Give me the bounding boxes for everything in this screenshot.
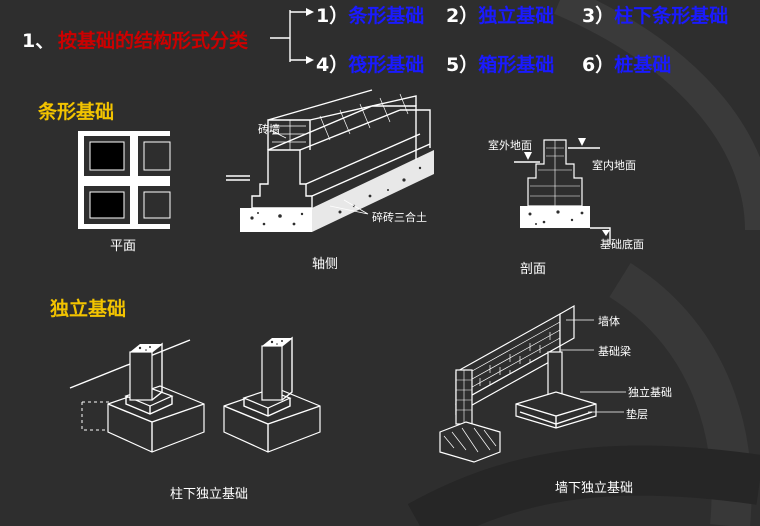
class-num-4: 4） (316, 54, 349, 76)
class-item-1: 1）条形基础 (316, 1, 424, 28)
strip-section-caption: 剖面 (520, 262, 547, 277)
class-name-6: 桩基础 (614, 54, 672, 76)
strip-axon-caption: 轴侧 (312, 257, 339, 272)
class-name-2: 独立基础 (478, 5, 555, 27)
strip-label-brick-wall: 砖墙 (258, 123, 280, 136)
class-name-5: 箱形基础 (478, 54, 555, 76)
strip-label-base-bottom: 基础底面 (600, 238, 644, 251)
class-name-3: 柱下条形基础 (614, 5, 729, 27)
strip-label-lime-soil: 碎砖三合土 (372, 211, 427, 224)
strip-label-outdoor: 室外地面 (488, 139, 532, 152)
strip-plan-caption: 平面 (110, 239, 137, 254)
column-footing-caption: 柱下独立基础 (170, 487, 249, 502)
class-num-2: 2） (446, 5, 479, 27)
class-item-3: 3）柱下条形基础 (582, 1, 728, 28)
class-item-6: 6）桩基础 (582, 50, 671, 77)
class-num-5: 5） (446, 54, 479, 76)
class-num-3: 3） (582, 5, 615, 27)
strip-section-title: 条形基础 (38, 101, 115, 123)
class-item-4: 4）筏形基础 (316, 50, 424, 77)
class-num-6: 6） (582, 54, 615, 76)
class-num-1: 1） (316, 5, 349, 27)
wall-footing-caption: 墙下独立基础 (555, 481, 634, 496)
heading-number: 1、 (22, 30, 55, 52)
class-name-4: 筏形基础 (348, 54, 425, 76)
class-item-2: 2）独立基础 (446, 1, 554, 28)
isolated-section-title: 独立基础 (50, 298, 127, 320)
wall-label-beam: 基础梁 (598, 345, 631, 358)
wall-label-footing: 独立基础 (628, 386, 672, 399)
class-item-5: 5）箱形基础 (446, 50, 554, 77)
heading-text: 按基础的结构形式分类 (58, 30, 249, 52)
class-name-1: 条形基础 (348, 5, 425, 27)
strip-label-indoor: 室内地面 (592, 159, 636, 172)
wall-label-cushion: 垫层 (626, 408, 648, 421)
wall-label-wall: 墙体 (598, 315, 620, 328)
